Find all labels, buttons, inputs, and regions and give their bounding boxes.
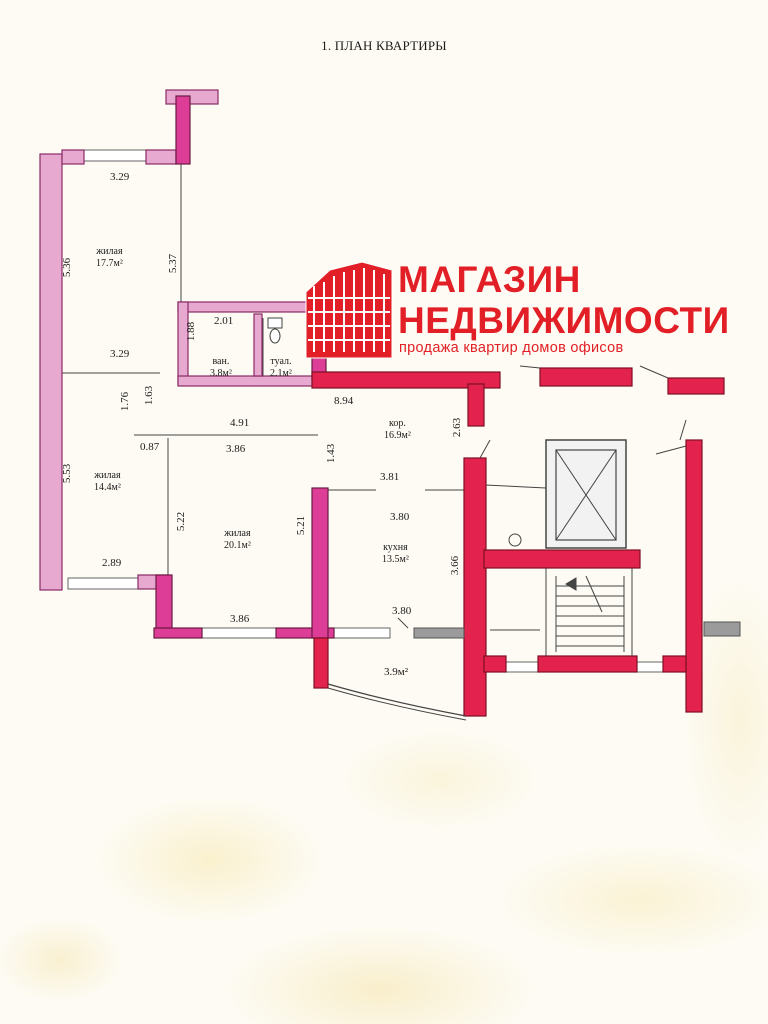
room-area: 14.4м²: [94, 481, 121, 493]
wall-bath-left: [177, 301, 189, 385]
dimension-label: 5.53: [61, 463, 74, 484]
dimension-label: 1.43: [325, 443, 338, 464]
wall-column: [175, 95, 191, 165]
toilet-fixture: [267, 317, 283, 344]
outer-wall-top: [165, 89, 219, 105]
dimension-label: 1.88: [185, 321, 198, 342]
staircase: [545, 568, 633, 656]
window: [636, 661, 664, 673]
room-name: жилая: [96, 246, 123, 257]
window: [333, 627, 391, 639]
room-area: 2.1м²: [270, 367, 292, 379]
dimension-label: 2.89: [102, 557, 122, 569]
dimension-label: 3.80: [390, 511, 410, 523]
wall-bath-top: [177, 301, 315, 313]
dimension-label: 8.94: [334, 395, 354, 407]
dimension-label: 1.76: [119, 391, 132, 412]
room-label: кор.16.9м²: [384, 418, 411, 441]
wall-segment: [662, 655, 687, 673]
dimension-label: 5.37: [167, 253, 180, 274]
wall-segment: [413, 627, 465, 639]
partition-line: [479, 439, 491, 459]
wall-segment: [275, 627, 335, 639]
balcony-edge: [327, 687, 467, 721]
wall-segment: [145, 149, 177, 165]
wall-bath-bottom: [177, 375, 315, 387]
partition-line: [519, 365, 541, 369]
room-name: кухня: [383, 542, 408, 553]
logo-title-line1: МАГАЗИН: [398, 259, 581, 300]
wall-main: [463, 457, 487, 717]
room-area: 17.7м²: [96, 257, 123, 269]
dimension-label: 3.80: [392, 605, 412, 617]
room-area: 3.8м²: [210, 367, 232, 379]
logo-building-icon: [305, 261, 393, 359]
wall-internal: [311, 487, 329, 639]
wall-segment: [703, 621, 741, 637]
wall-segment: [483, 655, 507, 673]
wall-corridor: [311, 371, 501, 389]
wall-segment: [537, 655, 638, 673]
dimension-label: 3.29: [110, 348, 130, 360]
room-name: туал.: [270, 356, 292, 367]
room-label: ван.3.8м²: [210, 356, 232, 379]
dimension-label: 3.86: [226, 443, 246, 455]
wall-segment: [61, 149, 85, 165]
partition-line: [639, 365, 669, 379]
room-name: кор.: [388, 418, 406, 429]
balcony-edge: [327, 683, 467, 717]
dimension-label: 5.36: [61, 257, 74, 278]
dimension-label: 5.22: [175, 511, 188, 532]
wall-segment: [313, 637, 329, 689]
dimension-label: 4.91: [230, 417, 250, 429]
window: [505, 661, 539, 673]
dimension-label: 1.63: [143, 385, 156, 406]
logo-tagline: продажа квартир домов офисов: [399, 340, 624, 356]
logo-title-line2: НЕДВИЖИМОСТИ: [398, 300, 730, 341]
room-label: туал.2.1м²: [270, 356, 292, 379]
dimension-label: 3.66: [449, 555, 462, 576]
dimension-label: 3.86: [230, 613, 250, 625]
window: [201, 627, 277, 639]
wall-stair: [483, 549, 641, 569]
dimension-label: 3.29: [110, 171, 130, 183]
partition-line: [679, 419, 687, 441]
page-title: 1. ПЛАН КВАРТИРЫ: [321, 38, 447, 53]
elevator-shaft: [545, 439, 627, 549]
wall-bath-mid: [253, 313, 263, 377]
wall-segment: [467, 383, 485, 427]
drain-symbol: [508, 533, 522, 547]
wall-segment: [153, 627, 203, 639]
room-area: 16.9м²: [384, 429, 411, 441]
room-area: 13.5м²: [382, 553, 409, 565]
window: [67, 577, 139, 590]
dimension-label: 5.21: [295, 515, 308, 536]
room-area: 20.1м²: [224, 539, 251, 551]
dimension-label: 0.87: [140, 441, 160, 453]
room-name: жилая: [224, 528, 251, 539]
room-area-balcony: 3.9м²: [384, 666, 409, 678]
dimension-label: 3.81: [380, 471, 400, 483]
room-name: ван.: [212, 356, 230, 367]
dimension-label: 2.63: [451, 417, 464, 438]
outer-wall-left: [39, 153, 63, 591]
door-swing: [397, 617, 409, 629]
partition-line: [655, 444, 691, 455]
room-name: жилая: [94, 470, 121, 481]
wall-main: [685, 439, 703, 713]
wall-segment: [667, 377, 725, 395]
dimension-label: 2.01: [214, 315, 234, 327]
window: [83, 149, 147, 162]
partition-line: [484, 484, 547, 489]
wall-segment: [539, 367, 633, 387]
